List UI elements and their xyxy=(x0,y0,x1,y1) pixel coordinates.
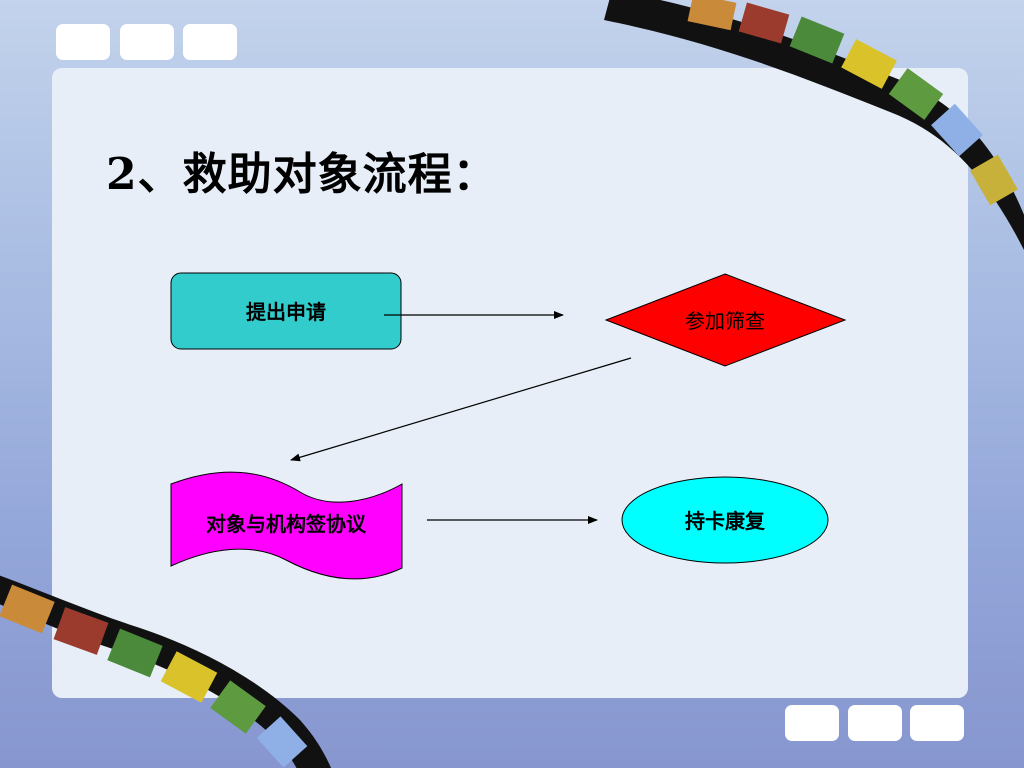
slide-title: 2、救助对象流程： xyxy=(106,149,498,200)
edge-screen-to-agreement xyxy=(290,357,632,462)
node-agreement-label: 对象与机构签协议 xyxy=(206,512,367,536)
decor-tab xyxy=(785,705,839,741)
node-apply-label: 提出申请 xyxy=(246,300,326,324)
decor-tab xyxy=(56,24,110,60)
decor-tab xyxy=(848,705,902,741)
node-rehab-label: 持卡康复 xyxy=(685,509,766,533)
node-agreement: 对象与机构签协议 xyxy=(170,471,403,580)
node-screen-label: 参加筛查 xyxy=(685,309,765,333)
decor-tab xyxy=(120,24,174,60)
node-screen: 参加筛查 xyxy=(604,273,847,367)
decor-tab xyxy=(183,24,237,60)
node-rehab: 持卡康复 xyxy=(621,476,829,564)
node-apply: 提出申请 xyxy=(170,272,402,350)
decor-tab xyxy=(910,705,964,741)
